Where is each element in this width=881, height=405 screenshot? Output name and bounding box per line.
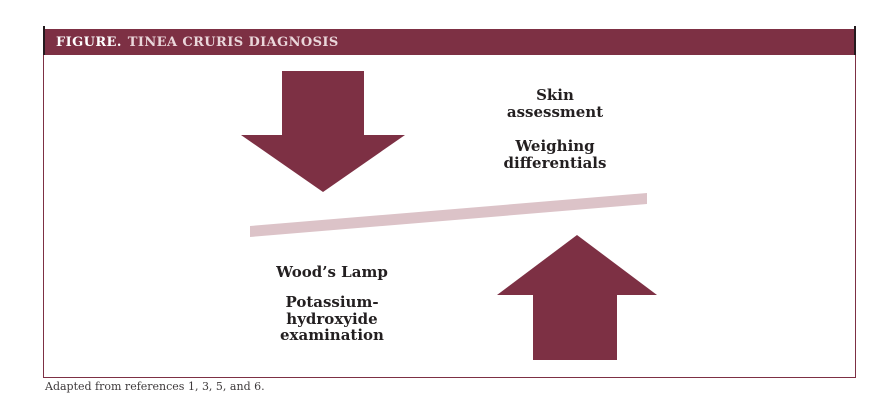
figure-box: FIGURE. TINEA CRURIS DIAGNOSIS Skin asse… [43, 26, 856, 378]
skin-assessment-label: Skin assessment [506, 86, 604, 121]
weighing-differentials-label: Weighing differentials [503, 137, 607, 172]
figure-label: FIGURE. [56, 34, 122, 50]
seesaw-bar [250, 193, 647, 237]
figure-title: TINEA CRURIS DIAGNOSIS [127, 34, 339, 50]
koh-examination-label: Potassium- hydroxyide examination [280, 293, 384, 344]
woods-lamp-label: Wood’s Lamp [276, 263, 388, 281]
figure-caption: Adapted from references 1, 3, 5, and 6. [45, 380, 265, 393]
figure-header: FIGURE. TINEA CRURIS DIAGNOSIS [43, 26, 856, 55]
down-arrow-icon [241, 71, 405, 192]
diagram-area: Skin assessment Weighing differentials W… [43, 55, 856, 378]
up-arrow-icon [497, 235, 657, 360]
